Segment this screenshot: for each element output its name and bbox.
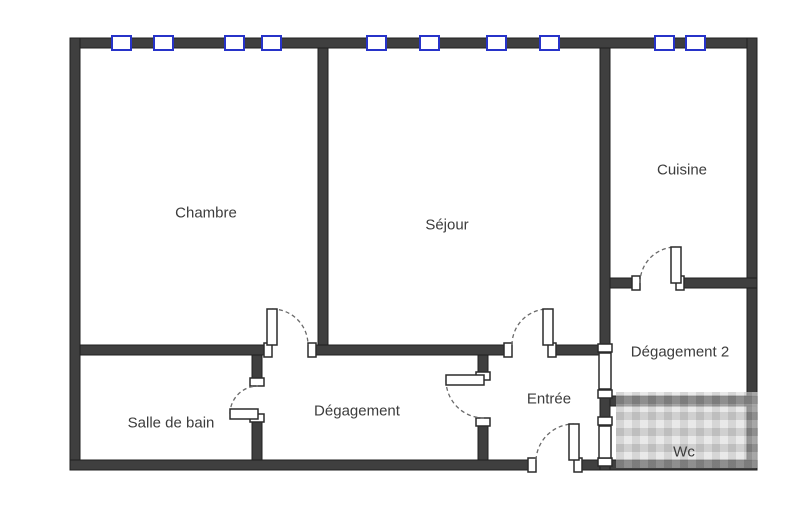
room-label-degagement-2: Dégagement 2	[630, 343, 730, 361]
door-chambre	[263, 308, 317, 358]
window-icon	[654, 35, 675, 51]
wall-cuisine-1	[609, 277, 633, 289]
room-label-salle-de-bain: Salle de bain	[127, 414, 215, 432]
window-icon	[153, 35, 174, 51]
wall-deg-entree-2	[477, 425, 489, 461]
window-icon	[224, 35, 245, 51]
window-icon	[419, 35, 440, 51]
room-label-sejour: Séjour	[425, 216, 469, 234]
room-label-cuisine: Cuisine	[656, 161, 708, 179]
door-salle-de-bain	[229, 377, 265, 423]
room-label-degagement: Dégagement	[314, 402, 400, 420]
wall-right-1	[599, 47, 611, 353]
wall-deg2-wc	[609, 395, 758, 407]
doors	[229, 246, 685, 473]
room-label-wc: Wc	[673, 443, 695, 461]
window-icon	[366, 35, 387, 51]
window-icon	[486, 35, 507, 51]
door-sejour	[503, 308, 557, 358]
room-label-chambre: Chambre	[175, 204, 237, 222]
wall-cuisine-2	[683, 277, 758, 289]
wall-sdb-1	[251, 354, 263, 379]
window-icon	[539, 35, 560, 51]
wall-corridor-1	[79, 344, 265, 356]
watermark-pixelated	[616, 392, 758, 468]
windows	[111, 35, 706, 51]
window-icon	[261, 35, 282, 51]
wall-chambre-sejour	[317, 47, 329, 356]
door-degagement	[445, 371, 491, 427]
door-degagement-2	[597, 343, 613, 399]
door-entrance	[527, 423, 583, 473]
wall-outer-left	[69, 37, 81, 471]
door-cuisine	[631, 246, 685, 291]
wall-corridor-2	[315, 344, 505, 356]
window-icon	[685, 35, 706, 51]
wall-deg-entree-1	[477, 354, 489, 373]
door-wc	[597, 416, 613, 467]
wall-sdb-2	[251, 421, 263, 461]
window-icon	[111, 35, 132, 51]
wall-outer-bottom-left	[69, 459, 529, 471]
room-label-entree: Entrée	[526, 390, 572, 408]
